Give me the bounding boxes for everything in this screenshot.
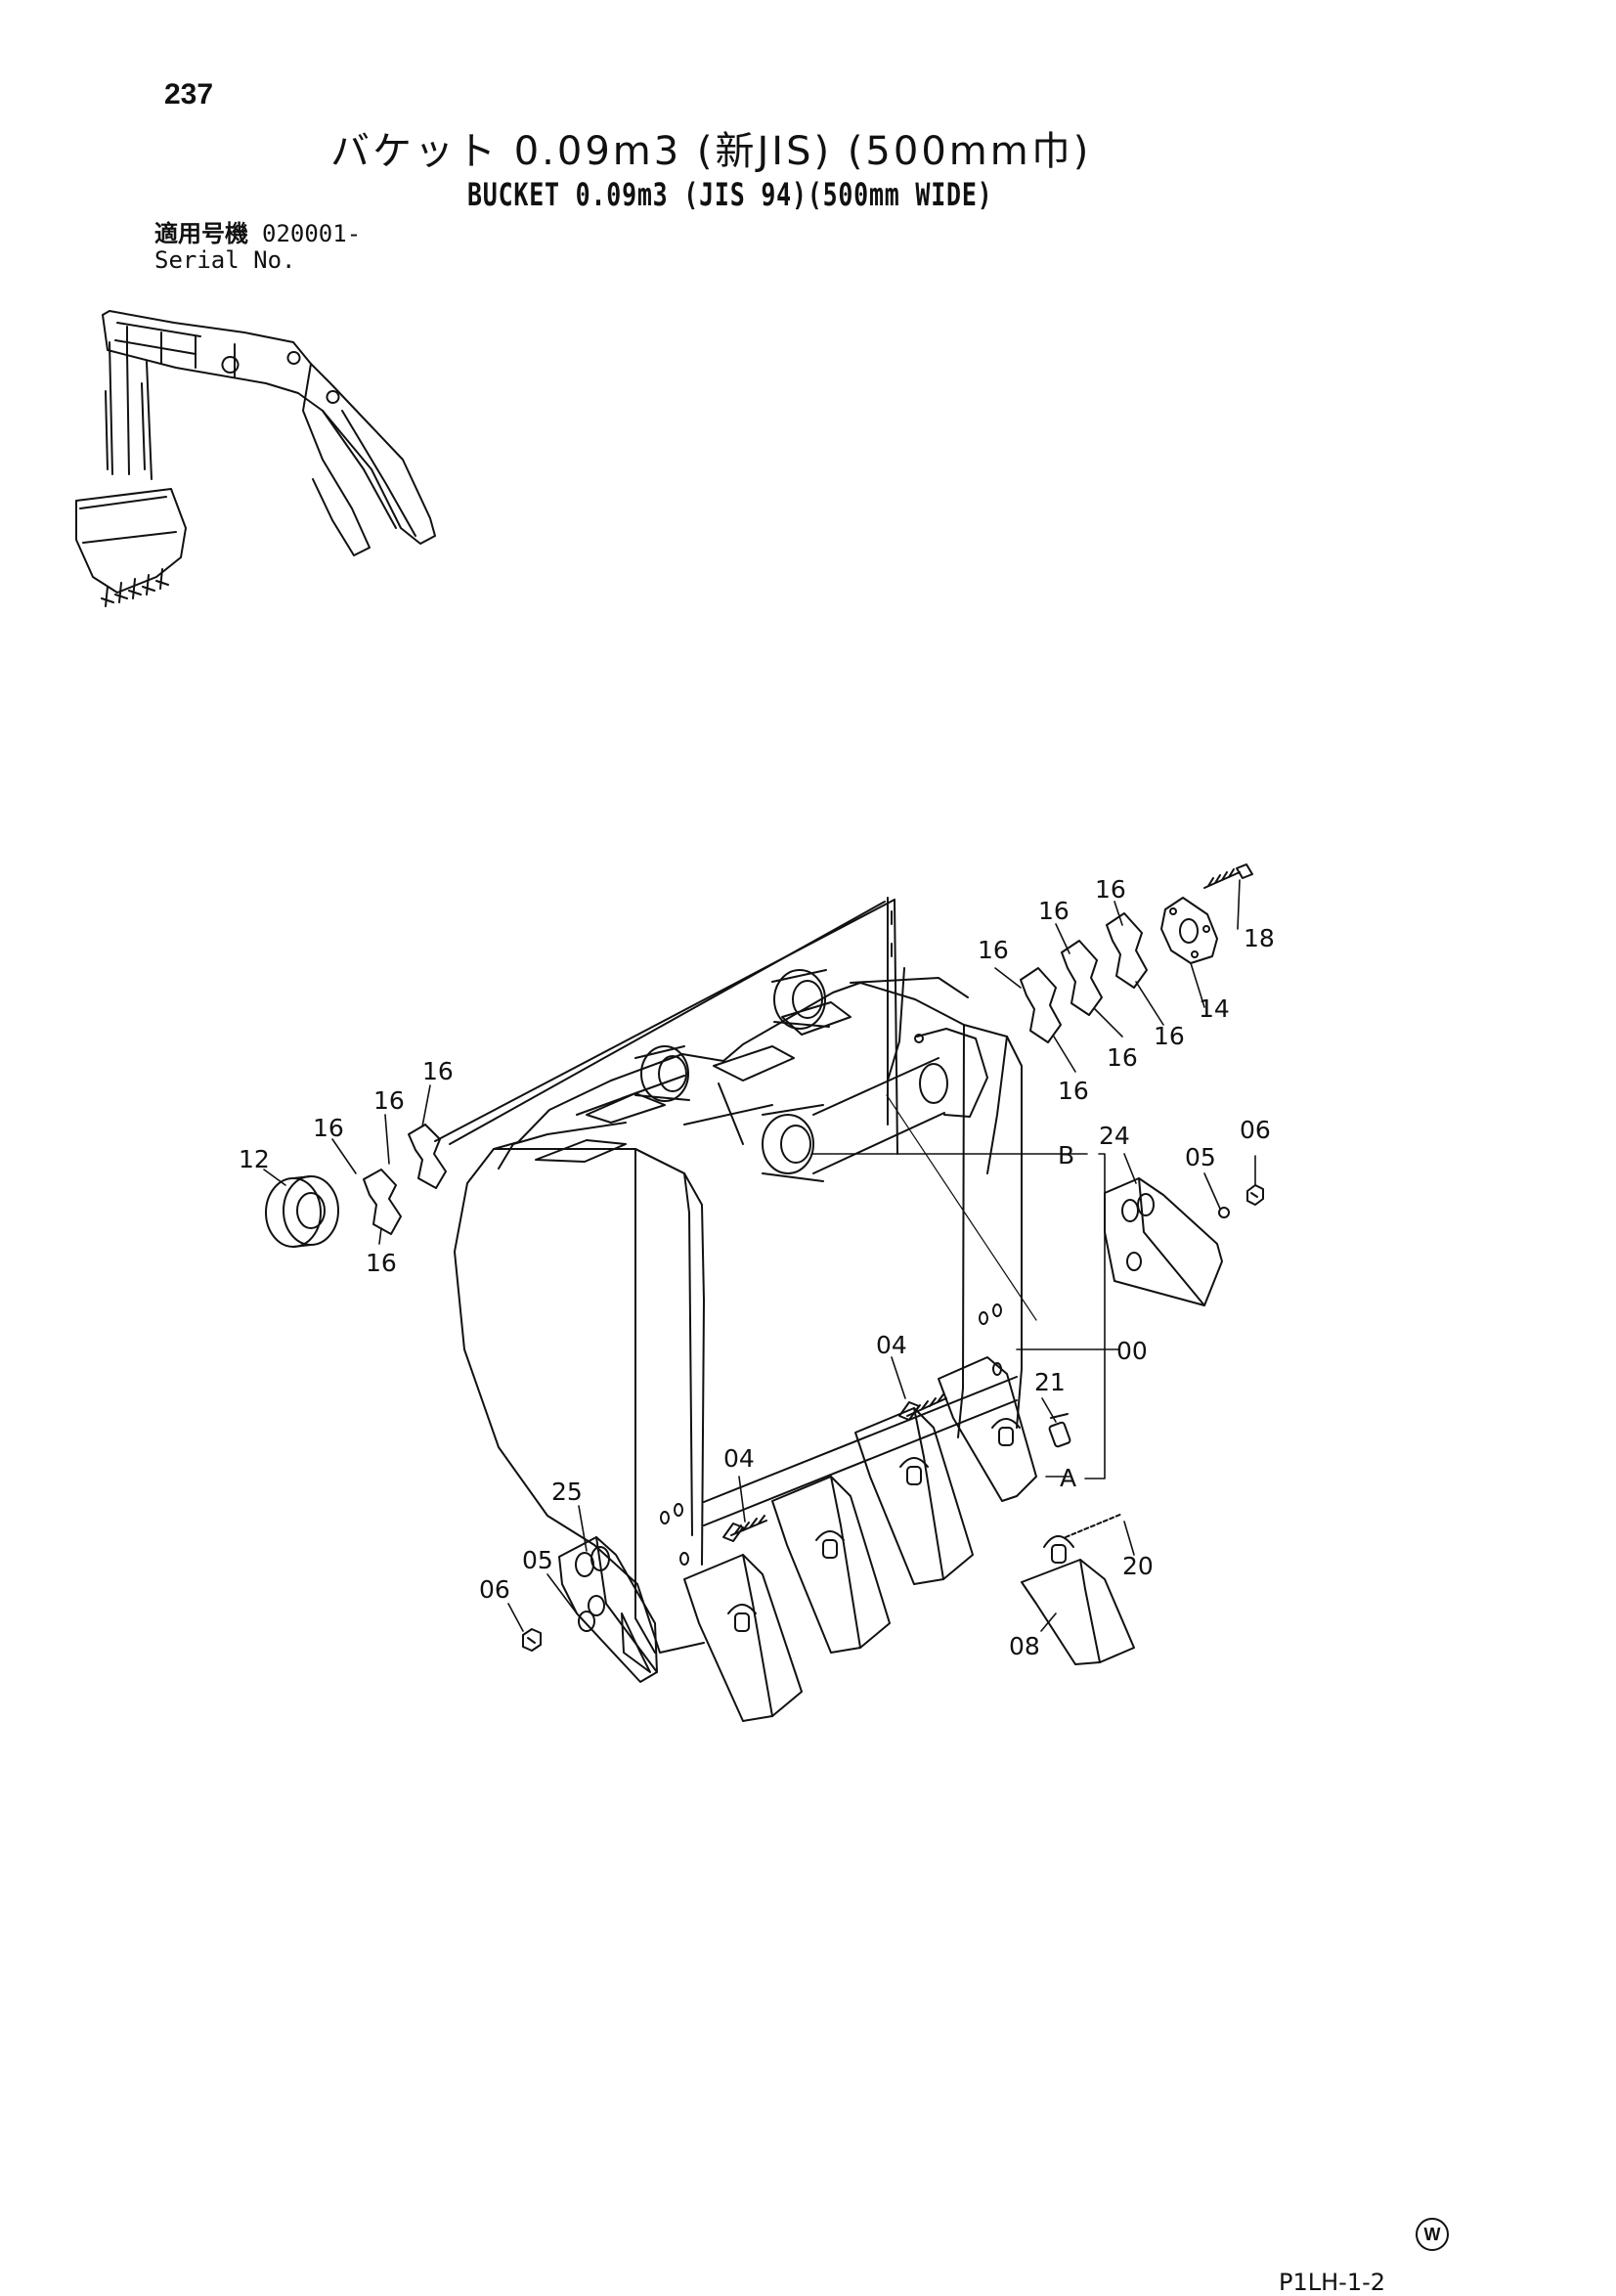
w-mark-icon: W [1416,2218,1449,2251]
callout-18: 18 [1244,924,1275,952]
callout-06: 06 [479,1575,510,1604]
nut-06-left [522,1628,542,1652]
serial-value: 020001- [262,220,362,247]
washer-14 [1160,897,1218,964]
shim-16-right-a [1020,967,1062,1043]
pin-guide-line-left [449,901,886,1145]
callout-16: 16 [1154,1022,1185,1050]
callout-16: 16 [366,1249,397,1277]
callout-16: 16 [978,936,1009,964]
leader-lines [263,879,1256,1632]
callout-16: 16 [422,1057,454,1085]
callout-14: 14 [1199,994,1230,1023]
bucket-teeth [683,1356,1135,1722]
callout-04: 04 [723,1444,755,1473]
title-japanese: バケット 0.09m3 (新JIS) (500mm巾) [330,129,1092,174]
callout-08: 08 [1009,1632,1040,1660]
callout-a: A [1060,1464,1076,1492]
page-number: 237 [164,78,214,110]
collar-12 [265,1175,339,1248]
bucket-bosses [634,967,988,1182]
serial-block: 適用号機 020001- Serial No. [154,221,361,274]
callout-21: 21 [1034,1368,1066,1396]
callout-16: 16 [1095,875,1126,904]
page-code: P1LH-1-2 [1279,2269,1386,2296]
nut-06-right [1246,1184,1264,1206]
callout-16: 16 [1038,897,1070,925]
callout-16: 16 [373,1086,405,1115]
bolt-04-right [898,1393,947,1421]
bolt-04-left [722,1515,767,1542]
callout-05: 05 [522,1546,553,1574]
shim-16-left-b [408,1124,447,1189]
callout-b: B [1058,1141,1074,1170]
bolt-18 [1203,863,1253,889]
side-cutter-24 [1104,1177,1223,1306]
shim-16-right-b [1061,940,1103,1016]
callout-24: 24 [1099,1122,1130,1150]
title-english: BUCKET 0.09m3 (JIS 94)(500mm WIDE) [467,176,993,213]
callout-16: 16 [1107,1043,1138,1072]
callout-labels: 12 16 16 16 16 16 16 16 16 16 16 18 14 2… [239,875,1275,1660]
callout-16: 16 [313,1114,344,1142]
callout-20: 20 [1122,1552,1154,1580]
callout-12: 12 [239,1145,270,1173]
washer-05-left [578,1611,595,1632]
callout-04: 04 [876,1331,907,1359]
washer-05-right [1218,1207,1230,1218]
callout-00: 00 [1116,1337,1148,1365]
callout-16: 16 [1058,1077,1089,1105]
shim-16-left-a [363,1169,402,1235]
callout-05: 05 [1185,1143,1216,1171]
excavator-arm-illustration [75,310,436,607]
serial-label-en: Serial No. [154,246,296,274]
callout-06: 06 [1240,1116,1271,1144]
side-cutter-25 [558,1536,658,1683]
callout-25: 25 [551,1478,583,1506]
shim-16-right-c [1106,912,1148,989]
serial-label-jp: 適用号機 [154,220,248,247]
serial-row: 適用号機 020001- [154,221,361,247]
